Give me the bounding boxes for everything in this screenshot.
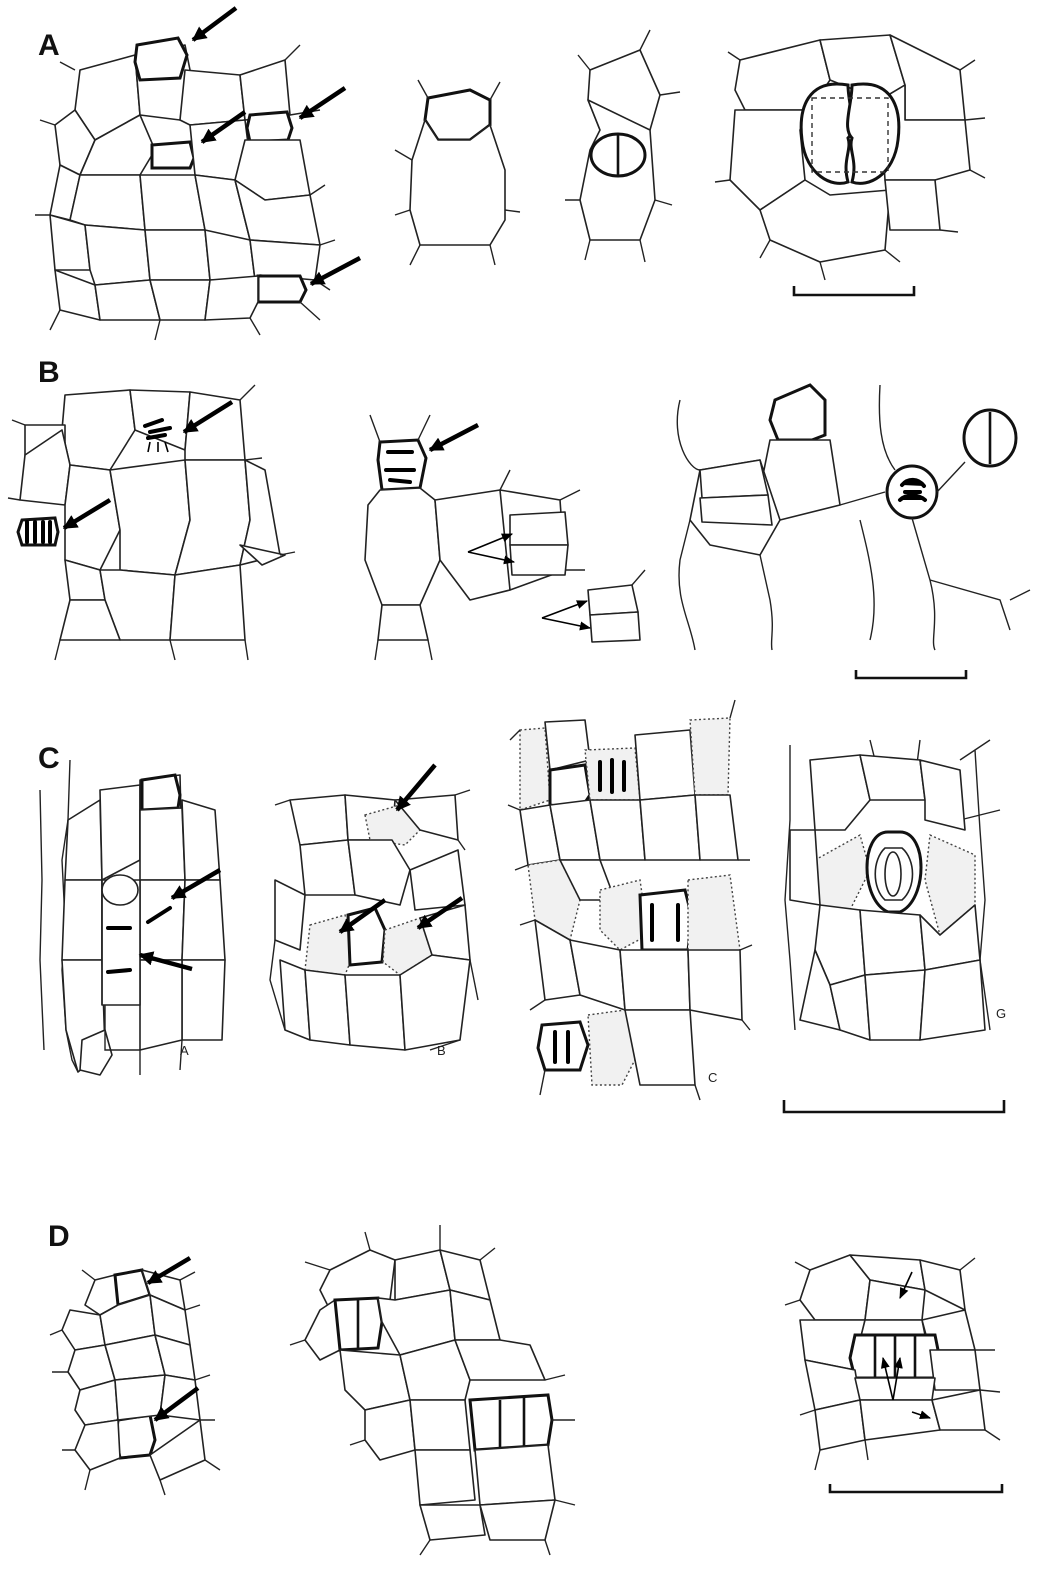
c-sublabel-b: B: [437, 1043, 446, 1058]
panel-d-drawing-2: [290, 1225, 575, 1555]
scale-bar-c: [784, 1100, 1004, 1112]
c-sublabel-a: A: [180, 1043, 189, 1058]
scale-bar-a: [794, 286, 914, 295]
panel-c-drawing-1: A: [40, 760, 225, 1075]
scale-bar-d: [830, 1484, 1002, 1492]
panel-c: C A: [38, 700, 1006, 1112]
panel-c-drawing-3: C: [508, 700, 752, 1100]
panel-a-drawing-3: [565, 30, 680, 262]
panel-a-drawing-4: [715, 35, 985, 280]
panel-label-c: C: [38, 742, 60, 775]
panel-label-d: D: [48, 1220, 70, 1253]
panel-a-drawing-1: [35, 8, 360, 340]
scale-bar-b: [856, 670, 966, 678]
c-sublabel-g: G: [996, 1006, 1006, 1021]
panel-b-drawing-1: [8, 385, 295, 660]
panel-b-drawing-3: [677, 385, 1030, 650]
panel-c-drawing-4: G: [785, 740, 1006, 1040]
panel-a-drawing-2: [395, 80, 520, 265]
c-sublabel-c: C: [708, 1070, 717, 1085]
panel-d: D: [48, 1220, 1002, 1555]
panel-d-drawing-3: [785, 1255, 1000, 1470]
panel-a: A: [35, 8, 985, 340]
panel-b-drawing-2: [365, 415, 645, 660]
panel-label-b: B: [38, 356, 60, 389]
panel-b: B: [8, 356, 1030, 678]
panel-label-a: A: [38, 29, 60, 62]
panel-d-drawing-1: [50, 1258, 220, 1495]
panel-c-drawing-2: B: [270, 765, 478, 1058]
